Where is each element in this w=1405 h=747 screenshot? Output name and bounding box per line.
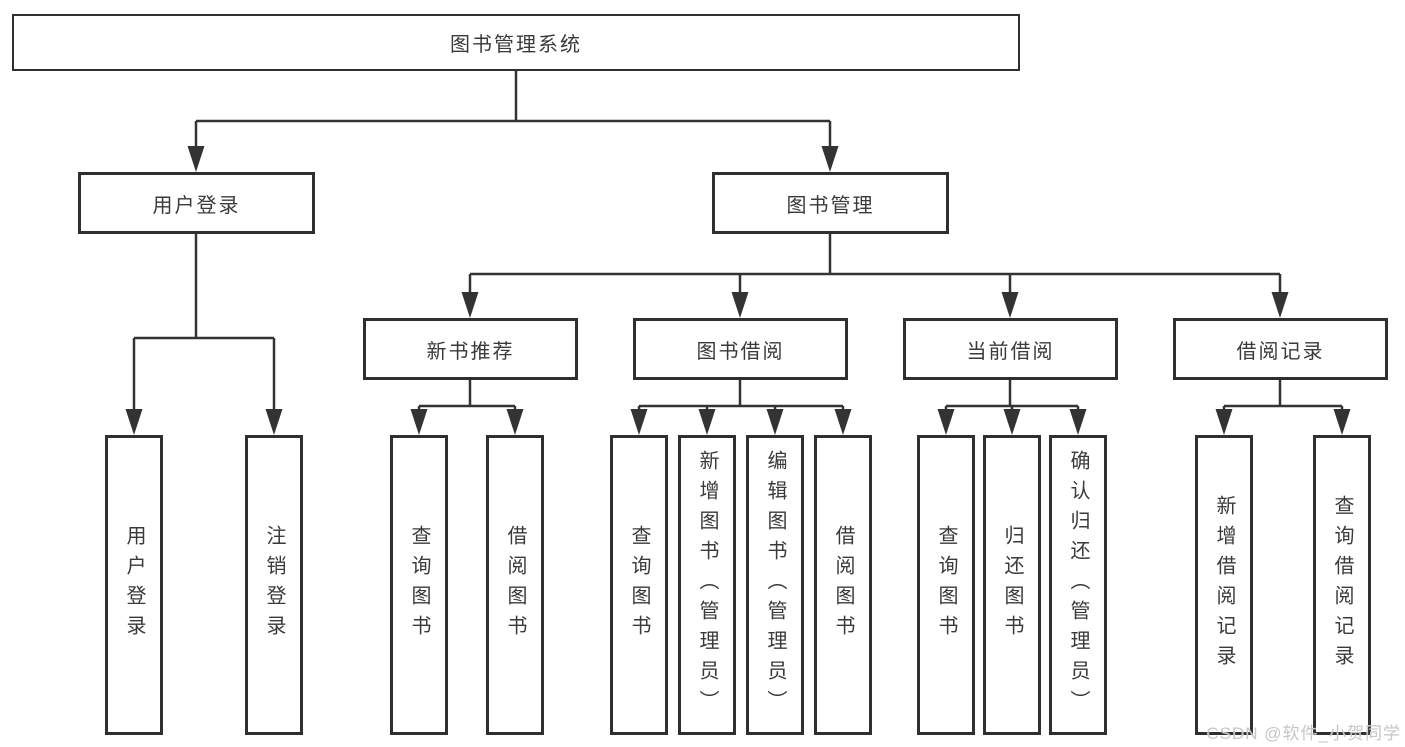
leaf-label: 查询图书 xyxy=(935,525,957,645)
leaf-logout: 注销登录 xyxy=(245,435,303,735)
node-label: 图书管理 xyxy=(786,194,875,217)
node-root-label: 图书管理系统 xyxy=(450,34,582,56)
leaf-borrow-books-rec: 借阅图书 xyxy=(486,435,544,735)
node-label: 图书借阅 xyxy=(696,340,785,363)
leaf-label: 确认归还（管理员） xyxy=(1067,450,1089,720)
leaf-label: 注销登录 xyxy=(263,525,285,645)
node-label: 新书推荐 xyxy=(426,340,515,363)
node-new-book-recommendation: 新书推荐 xyxy=(363,318,578,380)
node-borrowing-records: 借阅记录 xyxy=(1173,318,1388,380)
leaf-user-login: 用户登录 xyxy=(105,435,163,735)
leaf-query-books-current: 查询图书 xyxy=(917,435,975,735)
leaf-label: 编辑图书（管理员） xyxy=(764,450,786,720)
node-label: 用户登录 xyxy=(152,194,241,217)
leaf-query-books-rec: 查询图书 xyxy=(390,435,448,735)
leaf-query-books-borrow: 查询图书 xyxy=(610,435,668,735)
leaf-add-books-admin: 新增图书（管理员） xyxy=(678,435,736,735)
leaf-label: 新增借阅记录 xyxy=(1213,495,1235,675)
leaf-borrow-books: 借阅图书 xyxy=(814,435,872,735)
node-root-system: 图书管理系统 xyxy=(12,14,1020,71)
leaf-label: 借阅图书 xyxy=(504,525,526,645)
leaf-confirm-return-admin: 确认归还（管理员） xyxy=(1049,435,1107,735)
node-label: 当前借阅 xyxy=(966,340,1055,363)
csdn-watermark: CSDN @软件_小贺同学 xyxy=(1206,724,1401,743)
leaf-label: 归还图书 xyxy=(1001,525,1023,645)
node-book-borrowing: 图书借阅 xyxy=(633,318,848,380)
node-current-borrowing: 当前借阅 xyxy=(903,318,1118,380)
node-book-management-module: 图书管理 xyxy=(712,172,949,234)
leaf-return-books: 归还图书 xyxy=(983,435,1041,735)
leaf-label: 查询借阅记录 xyxy=(1331,495,1353,675)
leaf-edit-books-admin: 编辑图书（管理员） xyxy=(746,435,804,735)
leaf-label: 用户登录 xyxy=(123,525,145,645)
leaf-add-borrow-record: 新增借阅记录 xyxy=(1195,435,1253,735)
leaf-label: 借阅图书 xyxy=(832,525,854,645)
leaf-query-borrow-record: 查询借阅记录 xyxy=(1313,435,1371,735)
leaf-label: 查询图书 xyxy=(628,525,650,645)
node-label: 借阅记录 xyxy=(1236,340,1325,363)
leaf-label: 查询图书 xyxy=(408,525,430,645)
node-user-login-module: 用户登录 xyxy=(78,172,315,234)
leaf-label: 新增图书（管理员） xyxy=(696,450,718,720)
